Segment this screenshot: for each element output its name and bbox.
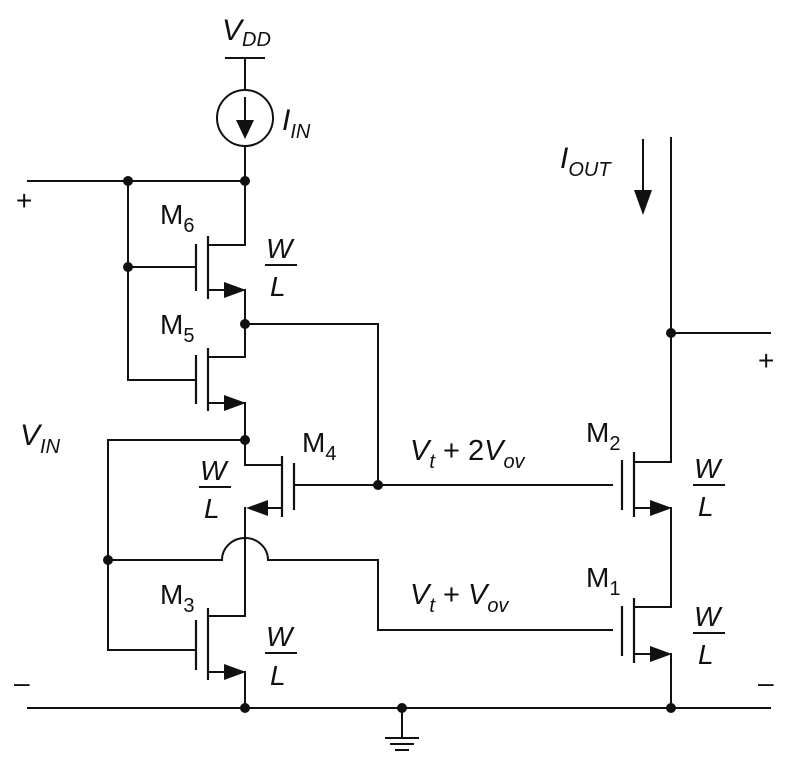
svg-text:L: L xyxy=(698,491,714,522)
junction-dots xyxy=(103,176,676,713)
input-minus-sign: – xyxy=(14,667,30,698)
m1-source-arrow-icon xyxy=(650,646,672,662)
m5-label: M5 xyxy=(160,309,194,347)
iout-arrow-icon xyxy=(634,190,652,215)
m6-label: M6 xyxy=(160,199,194,237)
m6-source-arrow-icon xyxy=(224,282,246,298)
m3-source-arrow-icon xyxy=(224,664,246,680)
m4-wl-ratio: W L xyxy=(199,455,231,524)
m1-label: M1 xyxy=(586,562,620,600)
iout-label: IOUT xyxy=(560,142,612,181)
svg-text:L: L xyxy=(698,639,714,670)
transistor-m3 xyxy=(194,608,246,680)
svg-text:L: L xyxy=(204,493,220,524)
output-minus-sign: – xyxy=(758,667,774,698)
svg-text:W: W xyxy=(266,233,295,264)
m2-source-arrow-icon xyxy=(650,500,672,516)
vdd-label: VDD xyxy=(222,14,271,51)
node-voltage-top-label: Vt + 2Vov xyxy=(410,435,526,473)
m2-wl-ratio: W L xyxy=(693,453,725,522)
iin-label: IIN xyxy=(282,104,311,143)
m1-wl-ratio: W L xyxy=(693,601,725,670)
transistor-m6 xyxy=(194,236,246,299)
wires xyxy=(27,57,771,751)
svg-text:L: L xyxy=(270,660,286,691)
m3-wl-ratio: W L xyxy=(265,621,297,691)
svg-text:L: L xyxy=(270,271,286,302)
transistor-m2 xyxy=(620,452,672,517)
svg-text:W: W xyxy=(694,601,723,632)
node-voltage-bottom-label: Vt + Vov xyxy=(410,579,509,617)
m6-wl-ratio: W L xyxy=(265,233,297,302)
m2-label: M2 xyxy=(586,417,620,455)
transistor-m1 xyxy=(620,598,672,663)
m3-label: M3 xyxy=(160,579,194,617)
vin-label: VIN xyxy=(20,419,61,458)
transistor-m5 xyxy=(194,348,246,411)
m5-source-arrow-icon xyxy=(224,395,246,411)
input-plus-sign: + xyxy=(16,185,32,216)
transistor-m4 xyxy=(246,456,296,517)
m4-label: M4 xyxy=(302,427,336,465)
svg-text:W: W xyxy=(200,455,229,486)
m4-source-arrow-icon xyxy=(246,500,268,516)
svg-text:W: W xyxy=(266,621,295,652)
output-plus-sign: + xyxy=(758,345,774,376)
current-source-iin xyxy=(216,89,274,147)
svg-text:W: W xyxy=(694,453,723,484)
